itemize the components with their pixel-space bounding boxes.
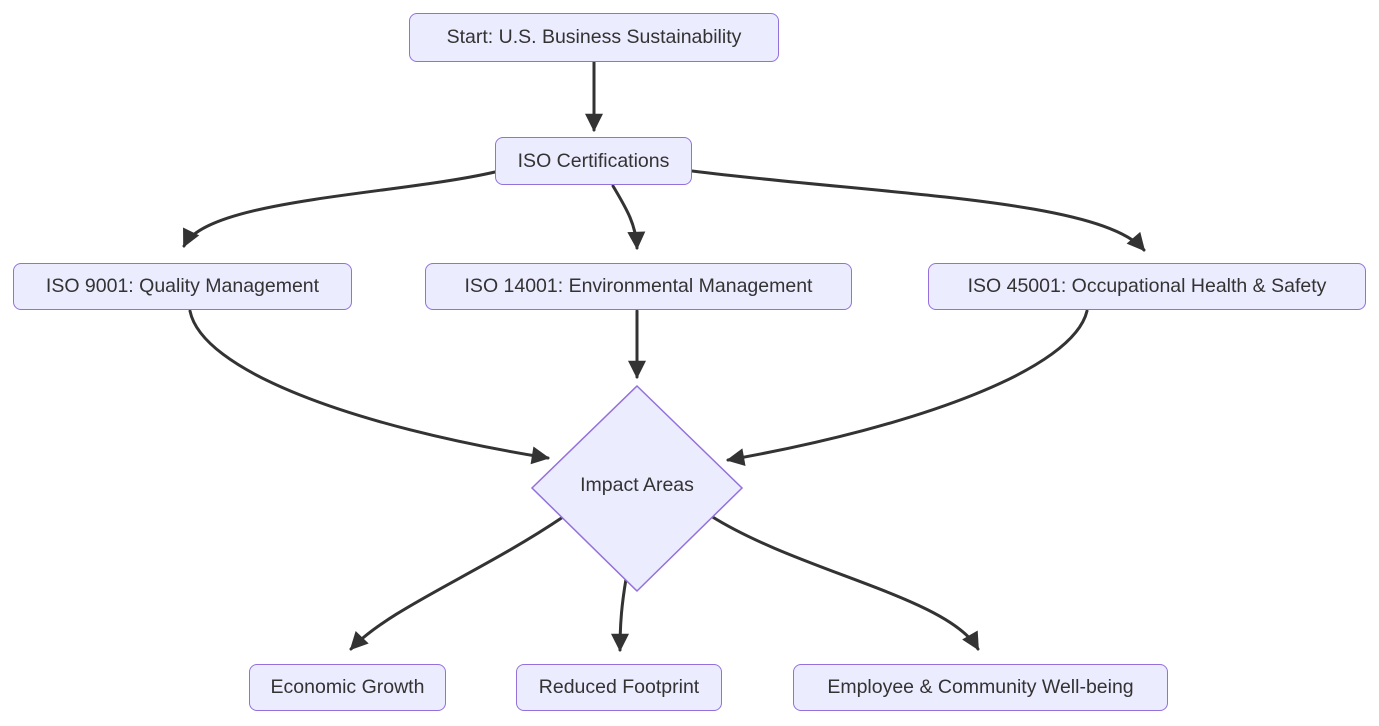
edge-iso-9001-to-impact-areas bbox=[188, 309, 550, 465]
node-reduced-footprint-label: Reduced Footprint bbox=[538, 676, 700, 698]
node-iso-14001: ISO 14001: Environmental Management bbox=[425, 263, 852, 310]
edge-impact-areas-to-reduced-footprint bbox=[611, 577, 630, 652]
node-impact-areas-label: Impact Areas bbox=[580, 474, 694, 496]
edge-impact-areas-to-employee-community-well-being bbox=[709, 514, 980, 651]
edge-iso-45001-to-impact-areas bbox=[726, 309, 1089, 467]
node-impact-areas-diamond bbox=[530, 384, 744, 593]
edge-impact-areas-to-economic-growth bbox=[349, 515, 565, 651]
node-economic-growth-label: Economic Growth bbox=[270, 676, 425, 698]
edge-iso-certifications-to-iso-45001 bbox=[690, 169, 1146, 252]
node-iso-certifications-label: ISO Certifications bbox=[517, 149, 670, 172]
node-iso-9001-label: ISO 9001: Quality Management bbox=[45, 275, 320, 297]
node-iso-certifications: ISO Certifications bbox=[495, 137, 692, 185]
node-economic-growth: Economic Growth bbox=[249, 664, 446, 711]
node-iso-14001-label: ISO 14001: Environmental Management bbox=[464, 275, 813, 297]
node-start-label: Start: U.S. Business Sustainability bbox=[446, 26, 742, 48]
node-start: Start: U.S. Business Sustainability bbox=[409, 13, 779, 62]
node-iso-45001: ISO 45001: Occupational Health & Safety bbox=[928, 263, 1366, 310]
edge-iso-certifications-to-iso-14001 bbox=[611, 184, 646, 250]
node-iso-45001-label: ISO 45001: Occupational Health & Safety bbox=[967, 275, 1327, 297]
node-employee-community-well-being-label: Employee & Community Well-being bbox=[827, 676, 1134, 698]
node-employee-community-well-being: Employee & Community Well-being bbox=[793, 664, 1168, 711]
edge-iso-certifications-to-iso-9001 bbox=[182, 170, 497, 248]
node-reduced-footprint: Reduced Footprint bbox=[516, 664, 722, 711]
node-iso-9001: ISO 9001: Quality Management bbox=[13, 263, 352, 310]
